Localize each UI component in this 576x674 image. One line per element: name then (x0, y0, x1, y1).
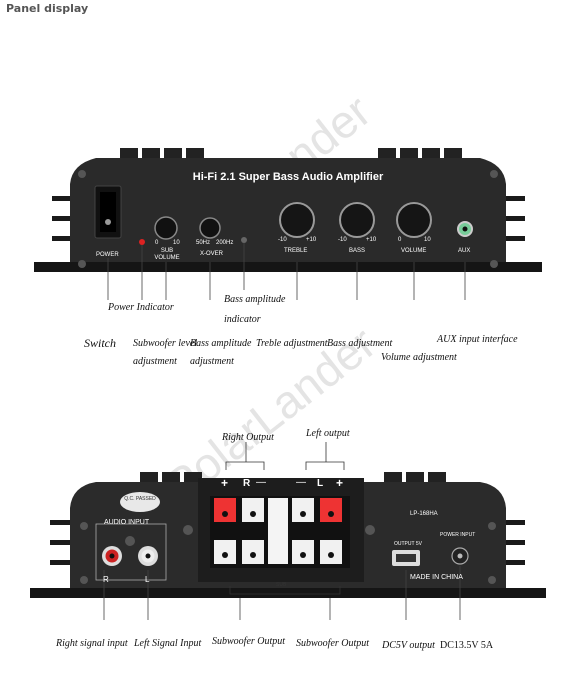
sub-scale-max: 10 (173, 240, 180, 246)
sub-label: SUB (276, 582, 287, 588)
caption-switch: Switch (84, 336, 116, 350)
volume-label: VOLUME (401, 248, 427, 254)
caption-treble-adj: Treble adjustment (256, 338, 328, 349)
output-5v-label: OUTPUT 5V (394, 541, 422, 547)
sub-scale-min: 0 (155, 240, 159, 246)
out-plus-right: + (336, 476, 344, 490)
qc-sticker: Q.C. PASSED (124, 496, 156, 502)
caption-right-output: Right Output (222, 432, 274, 443)
input-l-label: L (145, 575, 150, 584)
out-r-label: R (243, 478, 251, 489)
power-label: POWER (96, 252, 119, 258)
bass-scale-max: +10 (366, 237, 377, 243)
caption-sub-level-2: adjustment (133, 356, 177, 367)
made-in-label: MADE IN CHINA (410, 574, 463, 581)
treble-scale-min: -10 (278, 237, 287, 243)
volume-scale-min: 0 (398, 237, 402, 243)
model-label: LP-168HA (410, 511, 438, 517)
front-panel-graphic (34, 148, 542, 300)
out-minus-left: — (256, 477, 266, 488)
out-l-label: L (317, 478, 324, 489)
caption-bass-adj: Bass adjustment (327, 338, 393, 349)
power-input-label: POWER INPUT (440, 532, 476, 538)
treble-label: TREBLE (284, 248, 308, 254)
caption-power-indicator: Power Indicator (108, 302, 174, 313)
audio-input-label: AUDIO INPUT (104, 519, 150, 526)
caption-volume-adj: Volume adjustment (381, 352, 457, 363)
sub-volume-label: SUB VOLUME (154, 248, 180, 261)
caption-left-signal: Left Signal Input (134, 638, 202, 649)
caption-dc-input: DC13.5V 5A (440, 640, 494, 651)
caption-right-signal: Right signal input (56, 638, 128, 649)
page-header: Panel display (6, 2, 89, 15)
out-plus-left: + (221, 476, 229, 490)
treble-scale-max: +10 (306, 237, 317, 243)
bass-label: BASS (349, 248, 366, 254)
caption-sub-output-1: Subwoofer Output (212, 636, 286, 647)
caption-sub-output-2: Subwoofer Output (296, 638, 370, 649)
out-minus-right: — (296, 477, 306, 488)
volume-scale-max: 10 (424, 237, 431, 243)
xover-scale-min: 50Hz (196, 240, 211, 246)
xover-label: X-OVER (200, 251, 224, 257)
caption-sub-level-1: Subwoofer level (133, 338, 198, 349)
caption-bass-amp-adj-1: Bass amplitude (190, 338, 252, 349)
caption-bass-amp-indicator-2: indicator (224, 314, 261, 325)
caption-left-output: Left output (306, 428, 350, 439)
xover-scale-max: 200Hz (216, 240, 234, 246)
front-panel-title: Hi-Fi 2.1 Super Bass Audio Amplifier (192, 171, 384, 183)
aux-label: AUX (458, 248, 471, 254)
caption-bass-amp-indicator-1: Bass amplitude (224, 294, 286, 305)
bass-scale-min: -10 (338, 237, 347, 243)
caption-bass-amp-adj-2: adjustment (190, 356, 234, 367)
caption-aux-input: AUX input interface (437, 334, 518, 345)
caption-dc5v-output: DC5V output (382, 640, 435, 651)
rear-panel-graphic (30, 442, 546, 620)
input-r-label: R (103, 575, 109, 584)
